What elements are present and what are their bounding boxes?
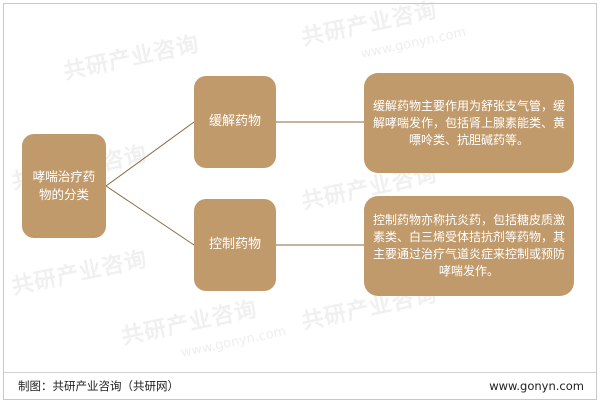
relief-drugs-label: 缓解药物 xyxy=(208,114,261,129)
control-drugs-description-node: 控制药物亦称抗炎药，包括糖皮质激素类、白三烯受体拮抗剂等药物，其主要通过治疗气道… xyxy=(364,196,574,296)
connector-root-to-control xyxy=(105,185,195,246)
control-drugs-description: 控制药物亦称抗炎药，包括糖皮质激素类、白三烯受体拮抗剂等药物，其主要通过治疗气道… xyxy=(372,213,565,278)
relief-drugs-description-node: 缓解药物主要作用为舒张支气管，缓解哮喘发作，包括肾上腺素能类、黄嘌呤类、抗胆碱药… xyxy=(364,73,574,173)
relief-drugs-node: 缓解药物 xyxy=(194,76,276,168)
diagram-frame xyxy=(3,3,597,400)
control-drugs-label: 控制药物 xyxy=(208,237,261,252)
footer-source: 制图：共研产业咨询（共研网） xyxy=(18,379,179,393)
footer-website: www.gonyn.com xyxy=(489,379,584,393)
root-node-label: 哮喘治疗药物的分类 xyxy=(32,169,96,202)
footer-divider xyxy=(3,372,597,373)
root-node: 哮喘治疗药物的分类 xyxy=(22,134,106,238)
connector-root-to-relief xyxy=(105,121,195,187)
control-drugs-node: 控制药物 xyxy=(194,199,276,291)
relief-drugs-description: 缓解药物主要作用为舒张支气管，缓解哮喘发作，包括肾上腺素能类、黄嘌呤类、抗胆碱药… xyxy=(372,98,565,147)
